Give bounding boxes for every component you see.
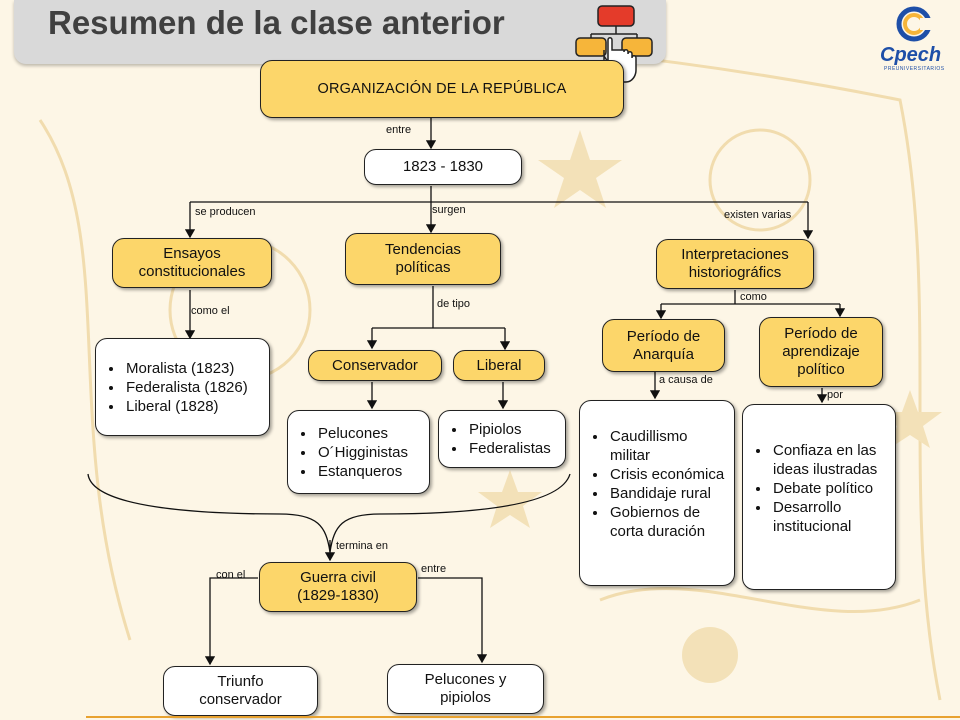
- list-item: Desarrollo institucional: [771, 498, 885, 536]
- list-item: Gobiernos de corta duración: [608, 503, 726, 541]
- node-conservador: Conservador: [308, 350, 442, 381]
- list-anarquia: Caudillismo militar Crisis económica Ban…: [579, 400, 735, 586]
- footer-divider: [86, 716, 960, 718]
- label-se-producen: se producen: [195, 206, 256, 218]
- label-surgen: surgen: [432, 204, 466, 216]
- logo-text: Cpech: [880, 44, 942, 66]
- node-root: ORGANIZACIÓN DE LA REPÚBLICA: [260, 60, 624, 118]
- list-item: Federalistas: [467, 439, 551, 458]
- title-bar: Resumen de la clase anterior: [14, 0, 666, 83]
- node-tendencias: Tendencias políticas: [345, 233, 501, 285]
- label-de-tipo: de tipo: [437, 298, 471, 310]
- liberal-list: Pipiolos Federalistas: [439, 420, 551, 458]
- list-aprendizaje: Confiaza en las ideas ilustradas Debate …: [742, 404, 896, 590]
- conservador-list: Pelucones O´Higginistas Estanqueros: [288, 424, 408, 481]
- node-triunfo: Triunfo conservador: [163, 666, 318, 716]
- list-item: Estanqueros: [316, 462, 408, 481]
- list-item: Debate político: [771, 479, 885, 498]
- list-item: Confiaza en las ideas ilustradas: [771, 441, 885, 479]
- label-a-causa-de: a causa de: [659, 374, 713, 386]
- label-existen-varias: existen varias: [724, 209, 792, 221]
- list-item: Moralista (1823): [124, 359, 248, 378]
- list-liberal: Pipiolos Federalistas: [438, 410, 566, 468]
- hand-pointer-diagram-icon: [575, 5, 653, 83]
- label-como-el: como el: [191, 305, 230, 317]
- list-item: Pipiolos: [467, 420, 551, 439]
- node-guerra: Guerra civil (1829-1830): [259, 562, 417, 612]
- list-item: Caudillismo militar: [608, 427, 726, 465]
- label-termina-en: termina en: [336, 540, 388, 552]
- label-con-el: con el: [216, 569, 246, 581]
- list-item: Pelucones: [316, 424, 408, 443]
- node-anarquia: Período de Anarquía: [602, 319, 725, 372]
- node-liberal: Liberal: [453, 350, 545, 381]
- label-entre-2: entre: [421, 563, 447, 575]
- list-item: Bandidaje rural: [608, 484, 726, 503]
- logo-tagline: PREUNIVERSITARIOS: [884, 66, 945, 72]
- node-pelucones-pipiolos: Pelucones y pipiolos: [387, 664, 544, 714]
- label-entre: entre: [386, 124, 412, 136]
- label-por: por: [827, 389, 843, 401]
- aprendizaje-list: Confiaza en las ideas ilustradas Debate …: [743, 441, 895, 536]
- list-ensayos: Moralista (1823) Federalista (1826) Libe…: [95, 338, 270, 436]
- node-interpretaciones: Interpretaciones historiográfics: [656, 239, 814, 289]
- list-item: Crisis económica: [608, 465, 726, 484]
- ensayos-list: Moralista (1823) Federalista (1826) Libe…: [96, 359, 248, 416]
- node-ensayos: Ensayos constitucionales: [112, 238, 272, 288]
- cpech-logo: [896, 6, 934, 42]
- label-como: como: [740, 291, 767, 303]
- node-years: 1823 - 1830: [364, 149, 522, 185]
- page-title: Resumen de la clase anterior: [48, 4, 505, 41]
- list-conservador: Pelucones O´Higginistas Estanqueros: [287, 410, 430, 494]
- node-aprendizaje: Período de aprendizaje político: [759, 317, 883, 387]
- list-item: Federalista (1826): [124, 378, 248, 397]
- anarquia-list: Caudillismo militar Crisis económica Ban…: [580, 427, 734, 541]
- list-item: Liberal (1828): [124, 397, 248, 416]
- list-item: O´Higginistas: [316, 443, 408, 462]
